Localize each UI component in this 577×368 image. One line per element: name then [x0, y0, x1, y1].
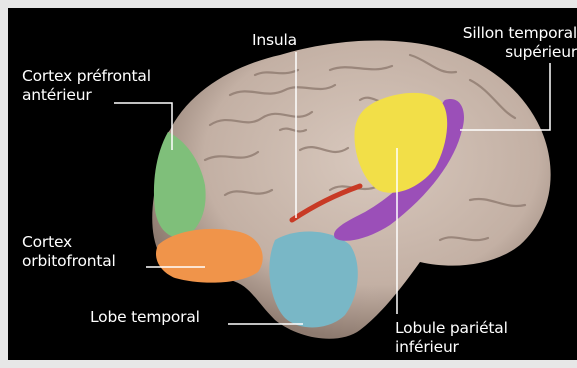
label-lobe-temporal: Lobe temporal	[90, 308, 200, 327]
label-orbitofrontal-line2: orbitofrontal	[22, 252, 116, 271]
label-cortex-prefrontal-line1: Cortex préfrontal	[22, 67, 151, 86]
label-cortex-prefrontal-line2: antérieur	[22, 86, 151, 105]
label-sillon-line2: supérieur	[433, 43, 577, 62]
label-lobule-line2: inférieur	[395, 338, 508, 357]
label-orbitofrontal: Cortex orbitofrontal	[22, 233, 116, 271]
region-temporal	[269, 232, 357, 328]
label-insula: Insula	[252, 31, 297, 50]
region-orbitofrontal	[156, 229, 263, 283]
label-cortex-prefrontal: Cortex préfrontal antérieur	[22, 67, 151, 105]
label-lobule-line1: Lobule pariétal	[395, 319, 508, 338]
label-sillon-line1: Sillon temporal	[433, 24, 577, 43]
label-lobule: Lobule pariétal inférieur	[395, 319, 508, 357]
label-insula-text: Insula	[252, 31, 297, 50]
label-sillon: Sillon temporal supérieur	[433, 24, 577, 62]
label-orbitofrontal-line1: Cortex	[22, 233, 116, 252]
label-lobe-temporal-text: Lobe temporal	[90, 308, 200, 327]
